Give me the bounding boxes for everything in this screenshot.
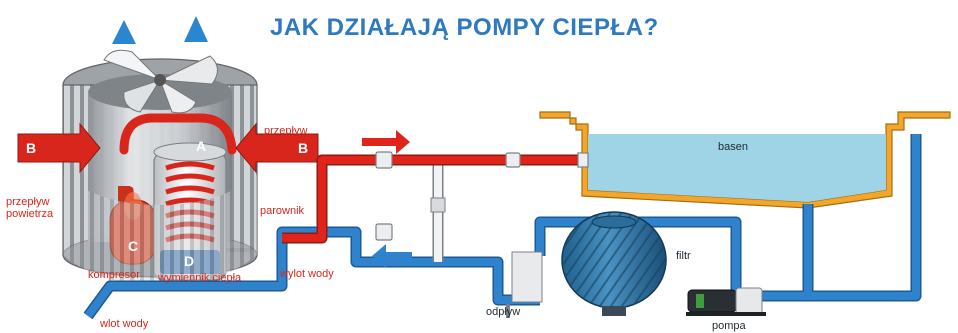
air-in-arrow-left-icon (17, 122, 101, 174)
air-flow-right-label: przepływ powietrza (264, 125, 311, 149)
heat-pump-unit (17, 16, 319, 286)
air-flow-left-label: przepływ powietrza (6, 196, 53, 220)
air-flow-right-line-2: powietrza (264, 137, 312, 149)
air-in-arrow-right-icon (235, 122, 319, 174)
marker-b-left: B (26, 140, 37, 156)
water-inlet-label: wlot wody (100, 318, 149, 330)
compressor-label: kompresor (88, 269, 140, 281)
hot-pipe (282, 154, 588, 244)
drain-label: odpływ (486, 306, 521, 318)
marker-b-right: B (298, 140, 309, 156)
pool (539, 111, 951, 209)
hot-flow-arrow-icon (362, 130, 410, 154)
page-title: JAK DZIAŁAJĄ POMPY CIEPŁA? (270, 14, 659, 41)
marker-c: C (128, 238, 139, 254)
bypass-pipe (430, 160, 446, 262)
heat-exchanger-label: wymiennik ciepła (158, 272, 242, 284)
filter-label: filtr (676, 250, 691, 262)
evaporator-label: parownik (260, 205, 305, 217)
air-flow-left-line-1: przepływ (6, 196, 50, 208)
air-flow-right-line-1: przepływ (264, 125, 308, 137)
water-outlet-label: wylot wody (280, 268, 334, 280)
marker-d: D (184, 253, 195, 269)
coil-front (63, 175, 257, 286)
pump (686, 287, 766, 316)
marker-a: A (196, 138, 207, 154)
sand-filter (506, 211, 667, 318)
pump-label: pompa (712, 320, 746, 332)
cold-flow-arrow-icon (372, 244, 412, 268)
pool-water (588, 134, 886, 202)
air-flow-left-line-2: powietrza (6, 208, 54, 220)
pool-label: basen (718, 141, 748, 153)
pool-wall (539, 111, 951, 209)
